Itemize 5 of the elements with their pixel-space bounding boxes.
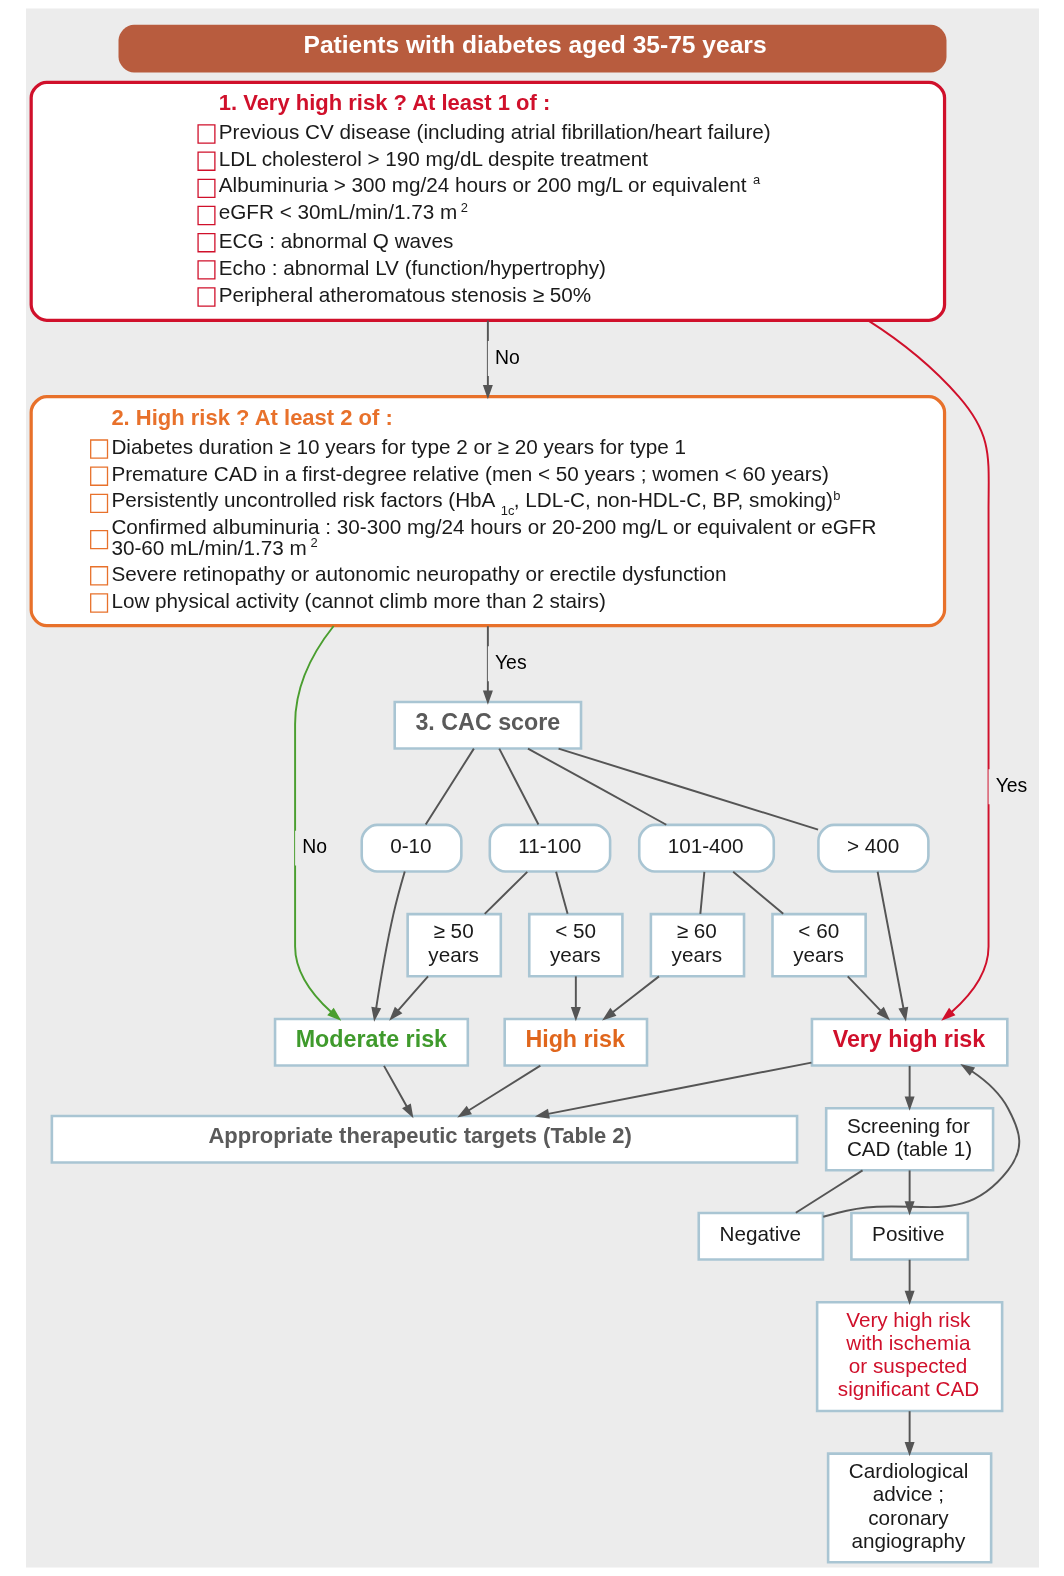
edge-label: No [494, 345, 520, 368]
diagram-title: Patients with diabetes aged 35-75 years [303, 31, 767, 59]
edge-label: Yes [995, 773, 1027, 796]
edge-label: No [301, 835, 327, 858]
edge-label: Yes [494, 650, 527, 673]
